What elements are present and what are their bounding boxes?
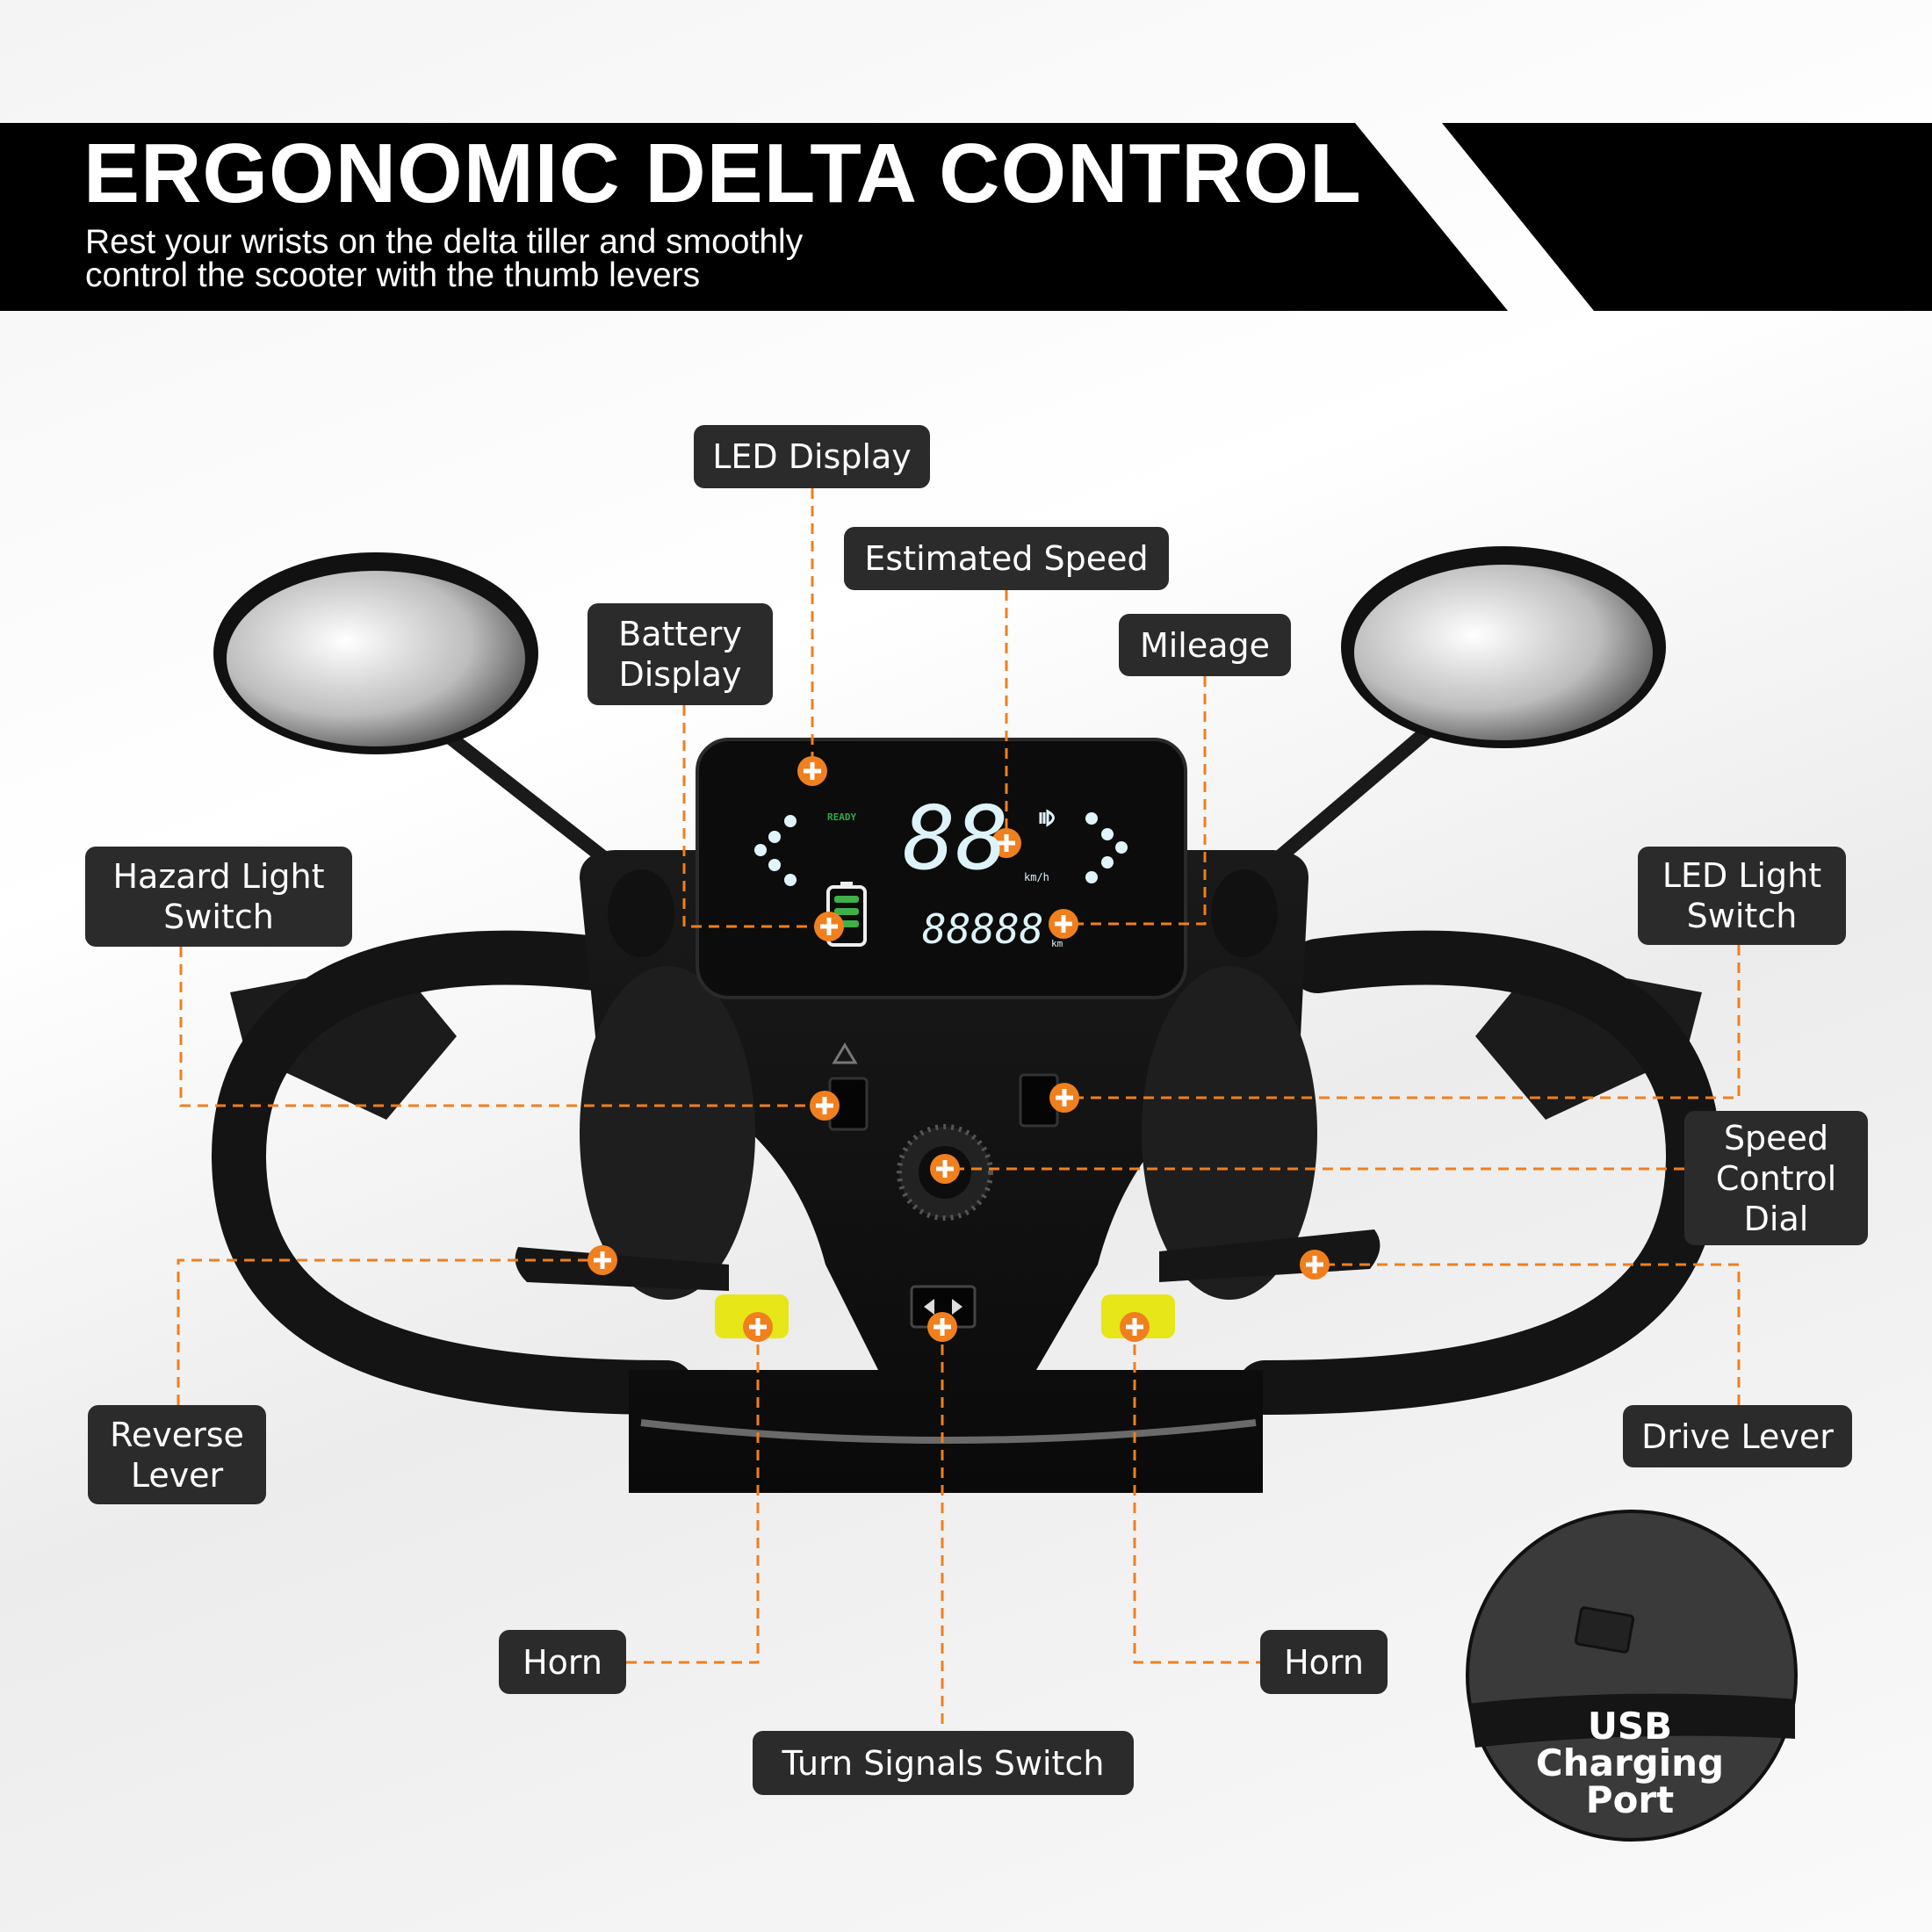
hotspot-plus-icon-horn-left[interactable]: [743, 1312, 773, 1342]
label-turn-signals-switch: Turn Signals Switch: [753, 1731, 1134, 1795]
odometer-unit: km: [1051, 938, 1063, 949]
hotspot-plus-icon-reverse[interactable]: [588, 1245, 617, 1275]
label-horn-right: Horn: [1260, 1630, 1388, 1694]
turn-signal-arrows-icon: [924, 1299, 962, 1315]
hotspot-plus-icon-led-display[interactable]: [797, 756, 827, 786]
callout-line-drive: [1315, 1263, 1741, 1405]
page-subtitle: Rest your wrists on the delta tiller and…: [85, 223, 804, 294]
speed-readout: 88: [903, 787, 1009, 890]
bottom-bar-highlight: [640, 1419, 1257, 1444]
reverse-lever[interactable]: [515, 1247, 729, 1291]
right-side-housing: [1142, 966, 1317, 1300]
hotspot-plus-icon-mileage[interactable]: [1049, 909, 1078, 939]
right-mirror-glass: [1354, 565, 1653, 740]
left-mirror-arm: [435, 723, 645, 893]
label-speed-control-dial: Speed Control Dial: [1684, 1111, 1868, 1245]
hotspot-plus-icon-battery[interactable]: [814, 912, 844, 941]
page-title: ERGONOMIC DELTA CONTROL: [83, 126, 1362, 220]
right-handle-loop: [1237, 930, 1721, 1415]
left-handle-loop: [211, 930, 695, 1415]
hotspot-plus-icon-horn-right[interactable]: [1120, 1312, 1150, 1342]
callout-line-hazard: [179, 947, 825, 1107]
hotspot-plus-icon-drive[interactable]: [1300, 1250, 1330, 1280]
label-mileage: Mileage: [1119, 614, 1291, 676]
left-side-housing: [580, 966, 755, 1300]
right-mirror-mount: [1211, 869, 1278, 957]
odometer-readout: 88888: [922, 905, 1044, 953]
ready-indicator: READY: [827, 811, 857, 823]
usb-inset-circle: [1466, 1510, 1798, 1842]
callout-line-battery: [682, 705, 829, 928]
label-usb-charging-port: USB Charging Port: [1535, 1705, 1725, 1821]
left-turn-indicator: [754, 815, 797, 886]
hotspot-plus-icon-hazard[interactable]: [810, 1091, 840, 1121]
usb-inset-shadow: [1468, 1693, 1795, 1748]
callout-line-horn-right: [1133, 1327, 1260, 1664]
right-mirror-arm: [1239, 714, 1445, 893]
callout-line-horn-left: [626, 1327, 760, 1664]
label-battery-display: Battery Display: [588, 603, 773, 705]
banner-main: [0, 123, 1508, 311]
speed-unit: km/h: [1024, 871, 1049, 883]
usb-icon: [1574, 1606, 1635, 1654]
label-estimated-speed: Estimated Speed: [844, 527, 1169, 590]
callout-line-mileage: [1063, 676, 1207, 926]
hotspot-plus-icon-speed-dial[interactable]: [930, 1154, 960, 1184]
right-turn-indicator: [1085, 812, 1128, 883]
callout-line-reverse: [177, 1258, 602, 1405]
hotspot-plus-icon-estimated-speed[interactable]: [991, 828, 1021, 858]
headlight-icon: [1039, 809, 1055, 827]
label-led-display: LED Display: [694, 425, 930, 488]
label-horn-left: Horn: [499, 1630, 626, 1694]
banner-accent: [1442, 123, 1932, 311]
hotspot-plus-icon-turn[interactable]: [927, 1312, 957, 1342]
left-mirror-glass: [227, 571, 525, 746]
hotspot-plus-icon-led-light[interactable]: [1049, 1083, 1079, 1113]
label-hazard-light-switch: Hazard Light Switch: [85, 847, 352, 947]
label-drive-lever: Drive Lever: [1623, 1405, 1852, 1467]
label-reverse-lever: Reverse Lever: [88, 1405, 266, 1504]
left-mirror-mount: [608, 869, 674, 957]
hazard-triangle-icon: [832, 1042, 858, 1064]
label-led-light-switch: LED Light Switch: [1638, 847, 1846, 945]
callout-line-led-light: [1064, 945, 1741, 1099]
